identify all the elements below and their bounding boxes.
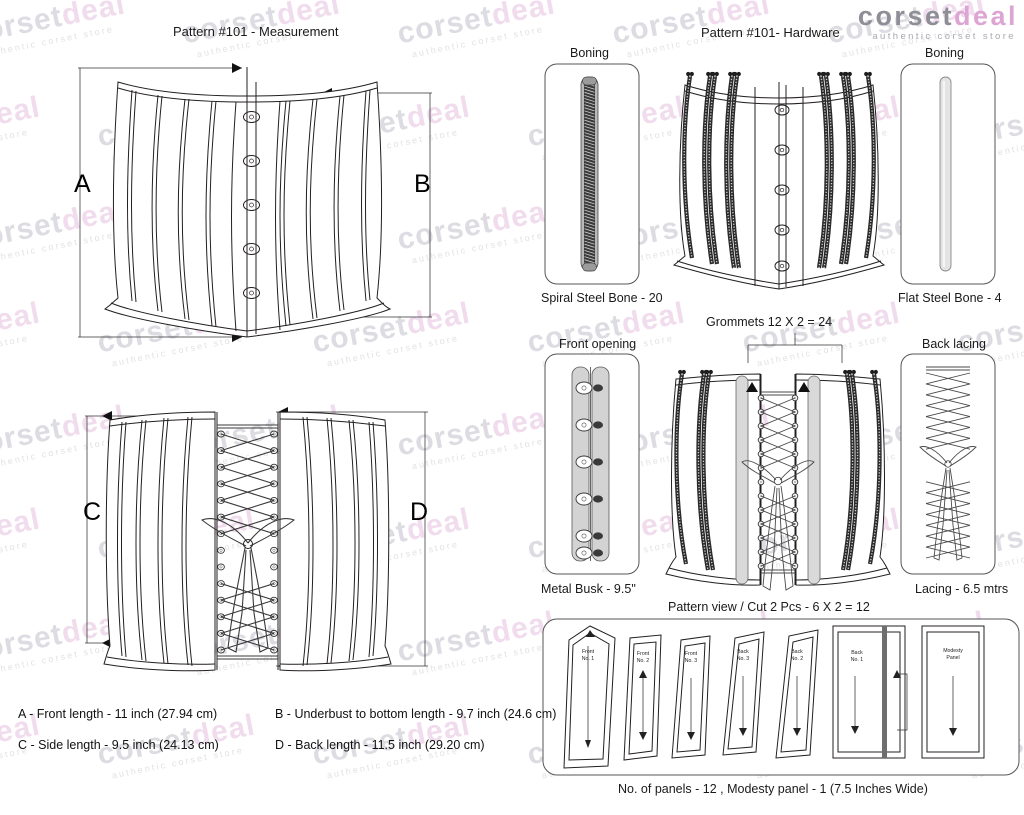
logo-accent-text: deal <box>953 1 1018 31</box>
pattern-piece-label-3a: Front <box>685 651 698 657</box>
pattern-piece-back-2 <box>775 629 819 759</box>
metal-busk-illustration <box>544 353 640 575</box>
pattern-piece-front-1 <box>563 625 616 769</box>
logo-tagline: authentic corset store <box>872 31 1016 43</box>
dimension-label-c: C <box>83 498 102 526</box>
measurement-text-c: C - Side length - 9.5 inch (24.13 cm) <box>18 738 219 752</box>
brand-logo: corsetdeal authentic corset store <box>858 2 1018 43</box>
back-lacing-title: Back lacing <box>922 337 986 351</box>
hardware-boning-corset-diagram <box>660 58 900 308</box>
pattern-piece-label-5b: No. 2 <box>791 656 804 662</box>
pattern-piece-label-7b: Panel <box>946 655 959 661</box>
pattern-piece-label-5a: Back <box>791 649 803 655</box>
pattern-piece-label-2b: No. 2 <box>637 658 650 664</box>
boning-right-caption: Flat Steel Bone - 4 <box>898 291 1002 305</box>
pattern-piece-front-3 <box>671 635 711 759</box>
pattern-piece-label-4a: Back <box>737 649 749 655</box>
busk-studs <box>243 111 260 299</box>
pattern-piece-front-2 <box>623 634 662 761</box>
corset-back-outline <box>103 411 392 672</box>
panel-seams-back-right <box>302 416 378 667</box>
pattern-piece-label-1a: Front <box>582 649 595 655</box>
logo-primary-text: corset <box>857 1 954 31</box>
pattern-piece-label-3b: No. 3 <box>685 658 698 664</box>
flat-steel-bone-illustration <box>900 63 996 285</box>
grommet-lace-bow <box>741 460 815 591</box>
busk-studs-hardware <box>774 104 790 272</box>
grommets-label: Grommets 12 X 2 = 24 <box>706 315 833 329</box>
pattern-view-title: Pattern view / Cut 2 Pcs - 6 X 2 = 12 <box>668 600 870 614</box>
pattern-piece-label-6b: No. 1 <box>851 657 864 663</box>
pattern-piece-back-3 <box>722 631 765 756</box>
grommet-lacing-panel <box>735 374 821 591</box>
pattern-pieces-panel: Front No. 1 Front No. 2 Front No. 3 <box>542 618 1020 776</box>
lace-bow <box>200 518 296 653</box>
dimension-label-d: D <box>410 498 429 526</box>
back-lacing-caption: Lacing - 6.5 mtrs <box>915 582 1009 596</box>
boning-right-title: Boning <box>925 46 964 60</box>
pattern-piece-modesty <box>921 625 985 759</box>
measurement-back-view-diagram <box>80 398 440 688</box>
dimension-label-a: A <box>74 170 91 198</box>
measurement-front-view-diagram <box>70 55 440 355</box>
panel-seams-back-left <box>117 416 193 667</box>
measurement-text-a: A - Front length - 11 inch (27.94 cm) <box>18 707 218 721</box>
pattern-piece-label-6a: Back <box>851 650 863 656</box>
lacing-panel <box>200 412 296 670</box>
back-lacing-illustration <box>900 353 996 575</box>
measurement-text-b: B - Underbust to bottom length - 9.7 inc… <box>275 707 557 721</box>
pattern-piece-back-1 <box>832 625 908 759</box>
front-opening-title: Front opening <box>559 337 637 351</box>
boxlace-bow <box>919 446 977 561</box>
pattern-view-footer: No. of panels - 12 , Modesty panel - 1 (… <box>618 782 928 796</box>
measurement-text-d: D - Back length - 11.5 inch (29.20 cm) <box>275 738 485 752</box>
pattern-piece-label-1b: No. 1 <box>582 656 595 662</box>
corset-outline <box>103 67 392 338</box>
spiral-steel-bone-illustration <box>544 63 640 285</box>
grommets-bracket <box>740 333 850 363</box>
front-opening-caption: Metal Busk - 9.5" <box>541 582 636 596</box>
panel-seams-right <box>275 89 371 331</box>
pattern-piece-label-7a: Modesty <box>943 648 963 654</box>
panel-seams-left <box>127 89 237 332</box>
boning-left-caption: Spiral Steel Bone - 20 <box>541 291 663 305</box>
grommets-corset-diagram <box>658 352 898 602</box>
boning-left-title: Boning <box>570 46 609 60</box>
pattern-piece-label-4b: No. 3 <box>737 656 750 662</box>
right-panel-title: Pattern #101- Hardware <box>701 25 840 40</box>
dimension-label-b: B <box>414 170 431 198</box>
left-panel-title: Pattern #101 - Measurement <box>173 24 339 39</box>
pattern-piece-label-2a: Front <box>637 651 650 657</box>
logo-wordmark: corsetdeal <box>858 2 1018 30</box>
